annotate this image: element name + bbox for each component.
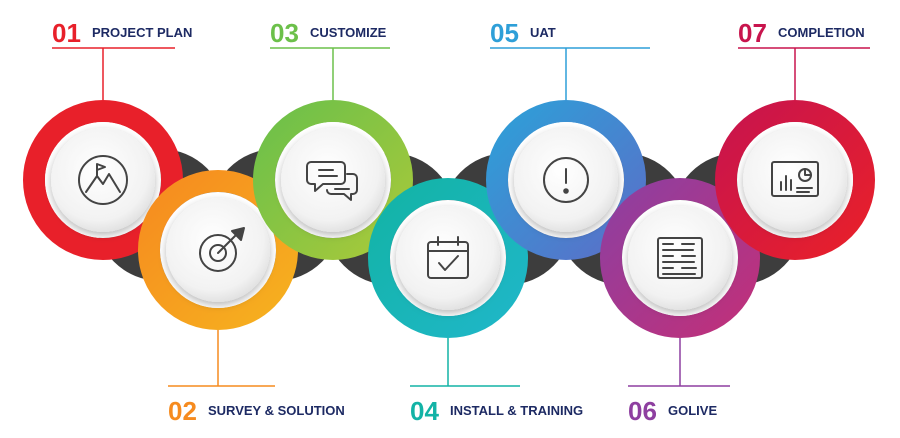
step-label: UAT [530,25,556,40]
chat-bubbles-icon [306,161,358,201]
colored-ring [600,178,760,338]
step-06-ring [600,178,760,338]
step-03-ring [253,100,413,260]
icon-disc [281,128,385,232]
target-arrow-icon [199,227,245,272]
colored-ring [368,178,528,338]
step-number: 04 [410,396,439,426]
colored-ring [486,100,646,260]
step-number: 02 [168,396,197,426]
colored-ring [138,170,298,330]
step-number: 06 [628,396,657,426]
rings-layer [23,100,875,338]
step-label: SURVEY & SOLUTION [208,403,345,418]
icon-disc [396,206,500,310]
step-number: 03 [270,18,299,48]
step-02-ring [138,170,298,330]
step-label: CUSTOMIZE [310,25,387,40]
step-07-ring [715,100,875,260]
step-05-ring [486,100,646,260]
step-label: COMPLETION [778,25,865,40]
labels-layer: 01 PROJECT PLAN 02 SURVEY & SOLUTION 03 CUSTO… [52,18,865,426]
step-label: PROJECT PLAN [92,25,192,40]
icon-disc [628,206,732,310]
step-number: 05 [490,18,519,48]
step-label: GOLIVE [668,403,717,418]
step-04-ring [368,178,528,338]
step-number: 01 [52,18,81,48]
exclamation-icon [543,157,589,203]
dashboard-chart-icon [771,161,819,197]
icon-disc [743,128,847,232]
step-label: INSTALL & TRAINING [450,403,583,418]
colored-ring [23,100,183,260]
icon-disc [166,198,270,302]
leaders-layer [52,47,870,387]
grid-board-icon [657,237,703,279]
step-01-ring [23,100,183,260]
calendar-check-icon [427,236,469,279]
mountain-flag-icon [78,155,128,205]
icon-disc [51,128,155,232]
step-number: 07 [738,18,767,48]
colored-ring [715,100,875,260]
colored-ring [253,100,413,260]
